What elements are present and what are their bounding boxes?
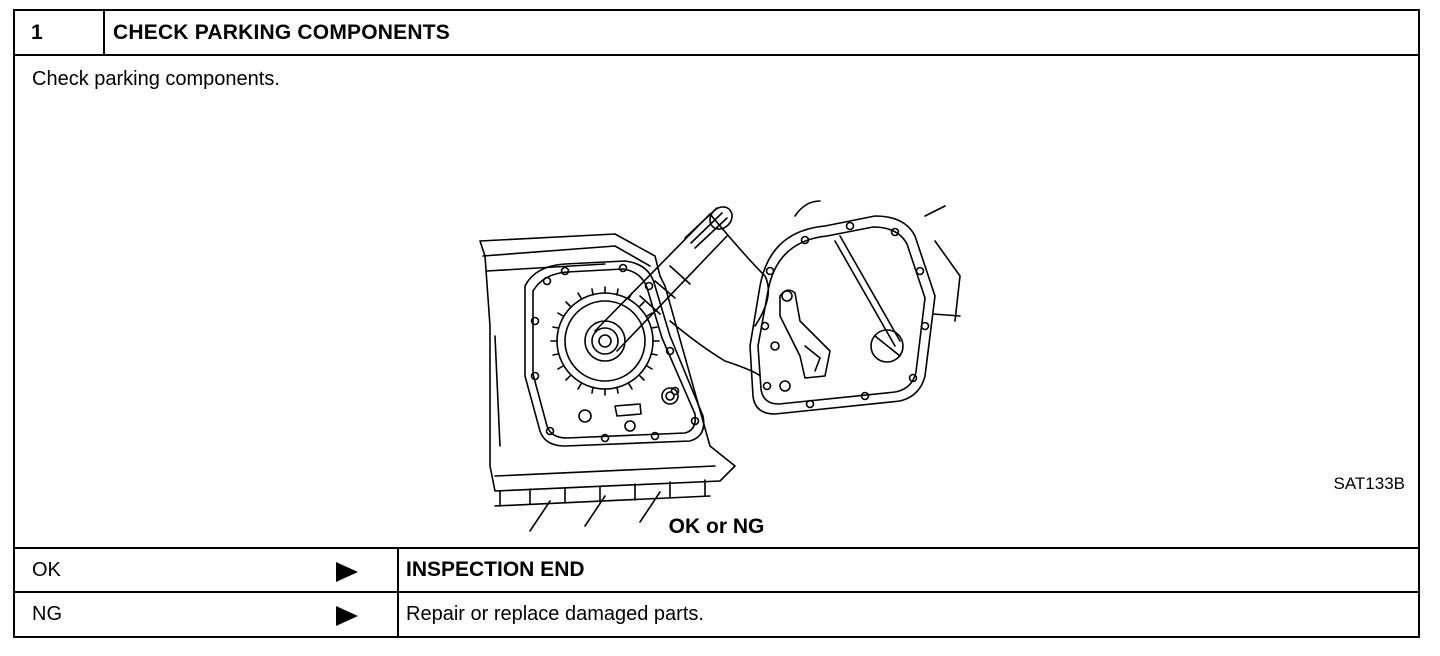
step-title: CHECK PARKING COMPONENTS [113,21,450,44]
result-label: OK [32,559,61,581]
arrow-right-icon [336,562,358,582]
figure-code: SAT133B [1333,474,1405,493]
arrow-right-icon [336,606,358,626]
result-action: INSPECTION END [406,558,585,581]
step-header: 1 CHECK PARKING COMPONENTS [15,11,1418,56]
column-divider [397,593,399,636]
result-action: Repair or replace damaged parts. [406,603,704,625]
parking-components-illustration [479,200,961,532]
result-row-ok: OK INSPECTION END [15,549,1418,593]
step-body: Check parking components. [15,56,1418,549]
result-row-ng: NG Repair or replace damaged parts. [15,593,1418,636]
step-number: 1 [15,11,105,54]
column-divider [397,549,399,591]
diagnostic-step-table: 1 CHECK PARKING COMPONENTS Check parking… [13,9,1420,638]
result-label: NG [32,603,62,625]
step-instruction: Check parking components. [32,68,280,90]
decision-prompt: OK or NG [668,515,765,538]
